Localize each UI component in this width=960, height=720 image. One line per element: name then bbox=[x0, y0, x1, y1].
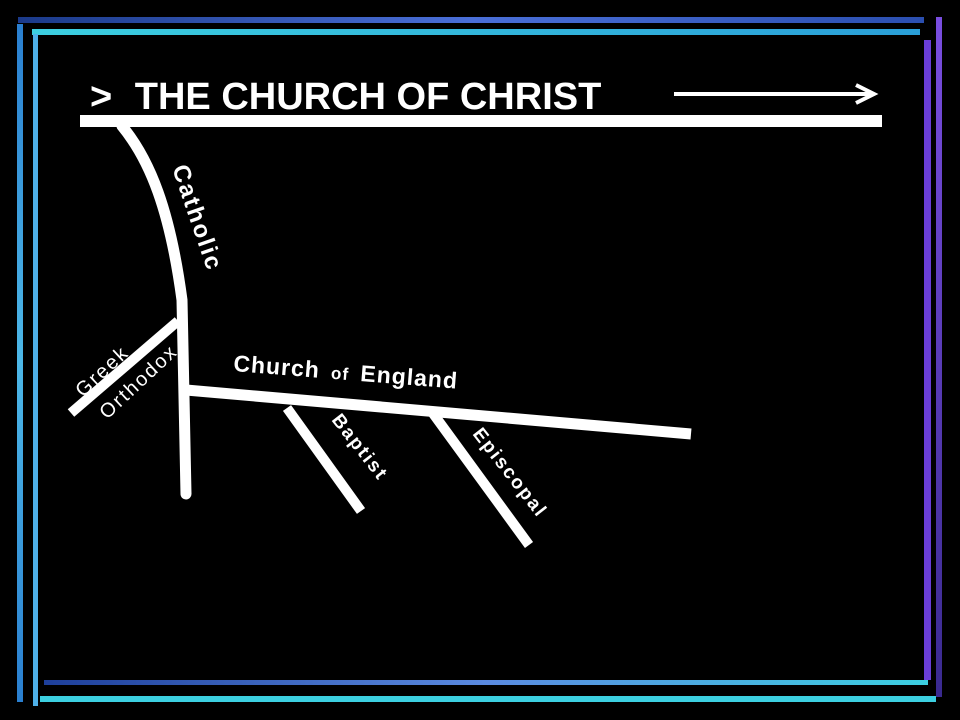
church-of-england-label: Church of England bbox=[233, 350, 459, 394]
catholic-branch-line bbox=[116, 120, 192, 500]
episcopal-branch-line bbox=[427, 409, 534, 548]
frame-bottom-inner-bar bbox=[40, 696, 936, 702]
church-of-england-branch-line bbox=[185, 384, 692, 440]
slide-title: > THE CHURCH OF CHRIST bbox=[90, 76, 601, 118]
title-text: THE CHURCH OF CHRIST bbox=[135, 76, 602, 118]
baptist-branch-line bbox=[282, 405, 366, 514]
frame-left-inner-bar bbox=[33, 34, 38, 706]
frame-top-bar bbox=[18, 17, 924, 23]
church-of-england-word-england: England bbox=[360, 360, 459, 394]
frame-right-bar bbox=[936, 17, 942, 697]
frame-right-inner-bar bbox=[924, 40, 931, 680]
greek-orthodox-branch-line bbox=[67, 317, 182, 417]
title-arrow-head bbox=[855, 83, 879, 105]
frame-left-bar bbox=[17, 24, 23, 702]
frame-bottom-bar bbox=[44, 680, 928, 685]
slide-frame bbox=[17, 17, 942, 706]
frame-top-inner-bar bbox=[32, 29, 920, 35]
title-prefix: > bbox=[90, 76, 112, 118]
church-of-england-word-of: of bbox=[330, 364, 349, 384]
church-of-england-word-church: Church bbox=[233, 350, 321, 383]
